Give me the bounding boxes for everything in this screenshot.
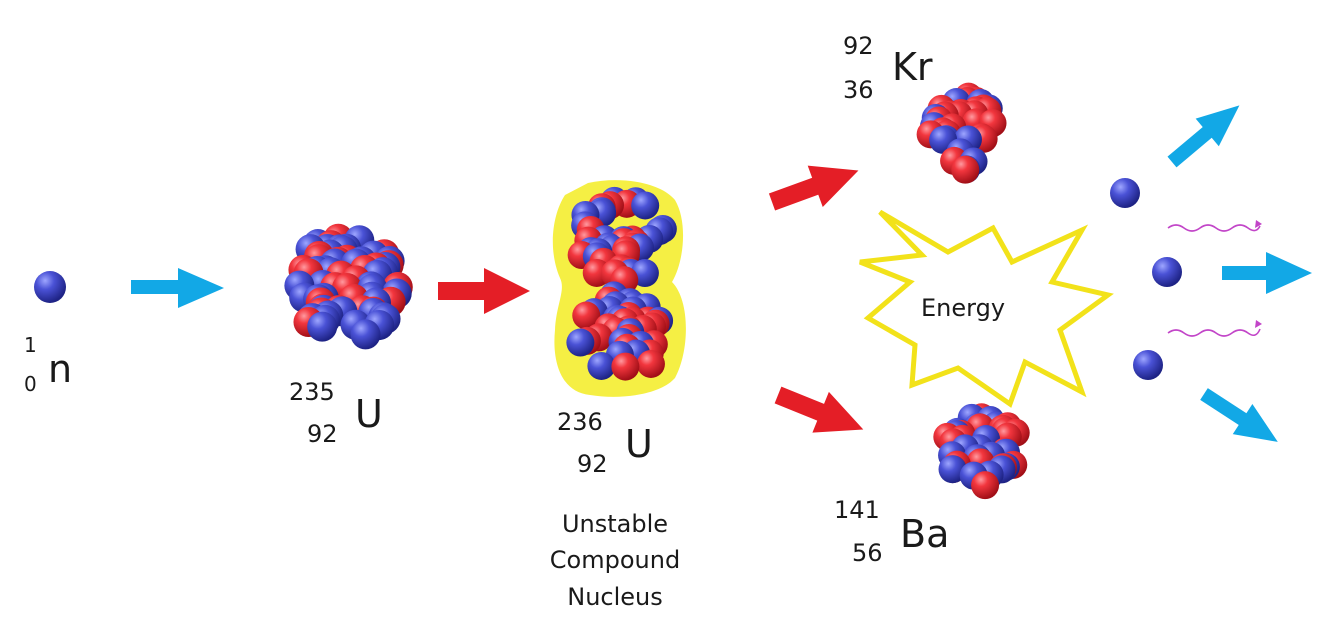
emitted-neutron	[1133, 350, 1163, 380]
u235-atomic-number: 92	[307, 420, 338, 448]
energy-burst	[859, 209, 1114, 408]
arrow-neutron-out-middle	[1222, 252, 1312, 294]
emitted-neutron	[1110, 178, 1140, 208]
incoming-neutron	[34, 271, 66, 303]
neutron-ball	[307, 311, 338, 342]
u235-mass-number: 235	[289, 378, 335, 406]
neutron-ball	[938, 455, 967, 484]
krypton-atomic-number: 36	[843, 76, 874, 104]
neutron-atomic-number: 0	[24, 372, 37, 396]
caption-line-2: Compound	[549, 546, 681, 575]
neutron-mass-number: 1	[24, 333, 37, 357]
caption-line-3: Nucleus	[567, 582, 663, 611]
caption-line-1: Unstable	[561, 510, 669, 538]
neutron-symbol: n	[48, 347, 73, 391]
gamma-ray-bottom	[1167, 328, 1261, 337]
arrow-to-barium	[774, 386, 864, 433]
neutron-ball	[350, 319, 381, 350]
arrow-u235-to-u236	[438, 268, 530, 314]
emitted-neutron	[1152, 257, 1182, 287]
u235-symbol: U	[355, 392, 383, 436]
barium-symbol: Ba	[900, 512, 950, 556]
neutron-ball	[631, 191, 660, 220]
proton-ball	[572, 301, 601, 330]
proton-ball	[636, 349, 665, 378]
u236-atomic-number: 92	[577, 450, 608, 478]
neutron-ball	[587, 351, 616, 380]
u236-symbol: U	[625, 422, 653, 466]
arrow-neutron-out-bottom	[1200, 388, 1278, 442]
gamma-ray-top	[1167, 224, 1261, 232]
neutron-ball	[566, 328, 595, 357]
arrow-to-krypton	[768, 165, 859, 211]
u236-mass-number: 236	[557, 408, 603, 436]
proton-ball	[971, 471, 1000, 500]
krypton-mass-number: 92	[843, 32, 874, 60]
proton-ball	[611, 352, 640, 381]
proton-ball	[951, 155, 980, 184]
compound-nucleus-caption: Unstable Compound Nucleus	[505, 506, 725, 615]
arrow-neutron-out-top	[1167, 105, 1240, 168]
krypton-symbol: Kr	[892, 45, 933, 89]
barium-mass-number: 141	[834, 496, 880, 524]
arrow-neutron-to-u235	[131, 268, 224, 308]
energy-label: Energy	[921, 294, 1006, 322]
barium-atomic-number: 56	[852, 539, 883, 567]
